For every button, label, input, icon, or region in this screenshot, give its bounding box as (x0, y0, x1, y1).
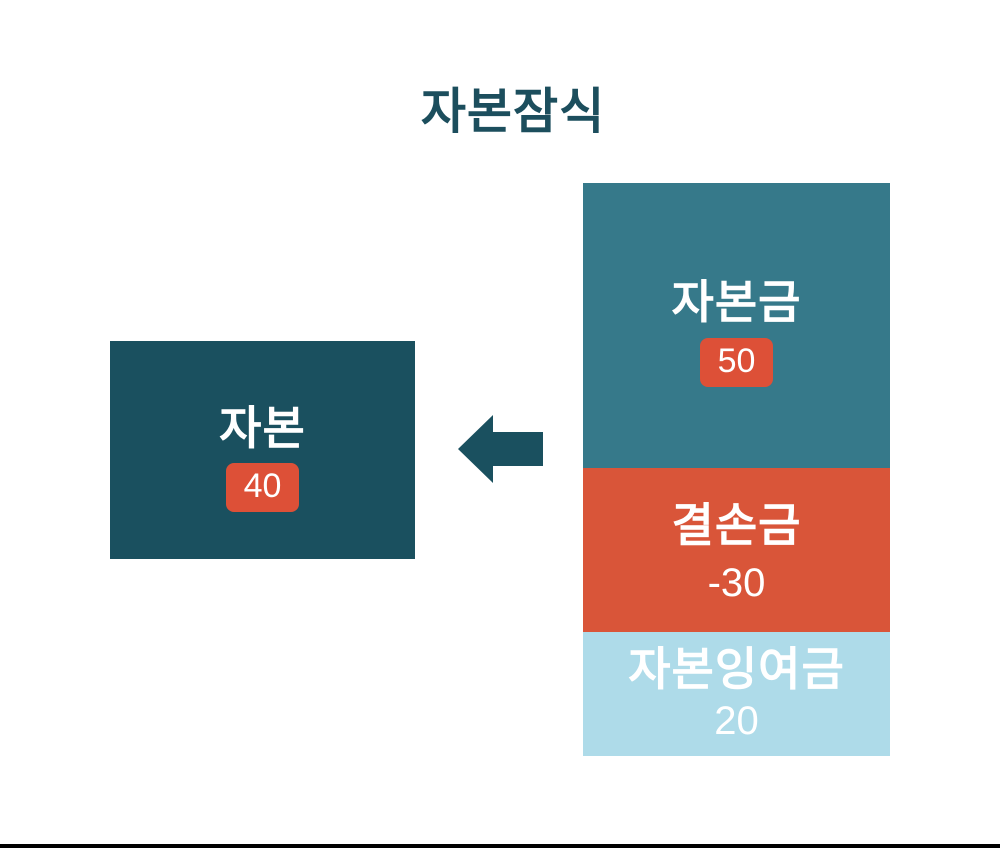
segment-value-badge: 50 (699, 337, 774, 387)
result-value-badge: 40 (225, 463, 300, 513)
segment-value: 20 (714, 699, 759, 744)
stack-segment-deficit: 결손금 -30 (583, 468, 890, 632)
result-box-label: 자본 (219, 401, 306, 454)
segment-value: -30 (707, 560, 766, 605)
stack-segment-capital-surplus: 자본잉여금 20 (583, 632, 890, 756)
capital-stack: 자본금 50 결손금 -30 자본잉여금 20 (583, 183, 890, 756)
page-title: 자본잠식 (420, 85, 606, 139)
stack-segment-capital-stock: 자본금 50 (583, 183, 890, 468)
result-box: 자본 40 (110, 341, 415, 559)
bottom-divider-line (0, 844, 1000, 848)
left-arrow-icon (458, 415, 543, 483)
segment-label: 자본잉여금 (628, 642, 845, 695)
segment-label: 결손금 (671, 499, 802, 552)
segment-label: 자본금 (671, 276, 802, 329)
